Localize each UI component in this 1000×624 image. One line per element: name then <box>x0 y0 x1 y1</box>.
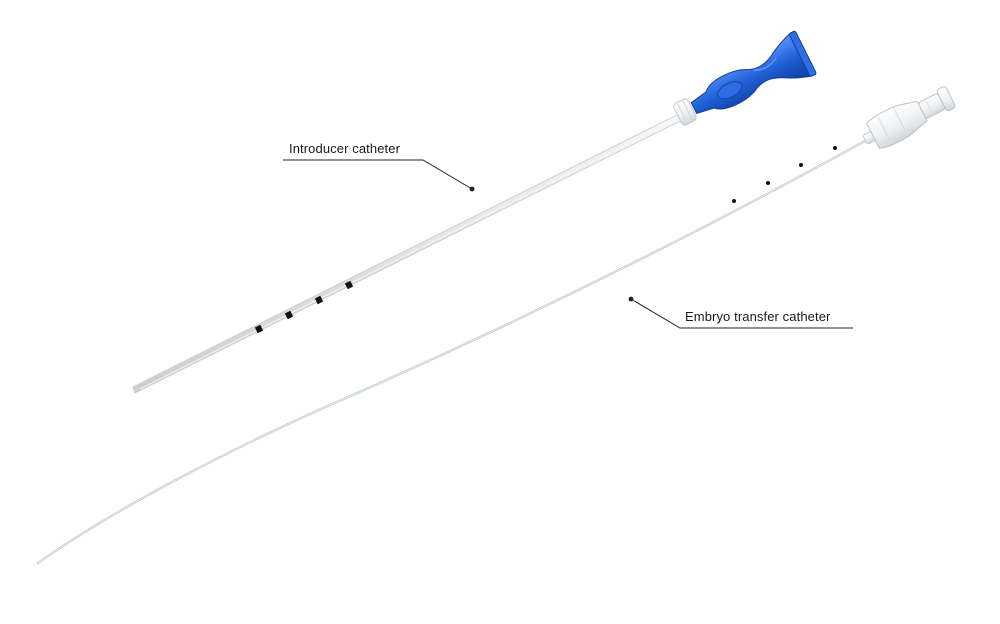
embryo-depth-markers <box>732 146 837 203</box>
embryo-catheter-tube <box>36 139 867 565</box>
depth-marker <box>344 280 354 290</box>
introducer-leader <box>283 159 475 192</box>
introducer-collar <box>673 98 697 126</box>
depth-marker <box>766 181 770 185</box>
introducer-depth-markers <box>254 280 354 334</box>
depth-marker <box>732 199 736 203</box>
depth-marker <box>799 163 803 167</box>
embryo-transfer-catheter <box>36 86 956 565</box>
depth-marker <box>284 310 294 320</box>
introducer-catheter <box>132 30 817 394</box>
white-luer-hub-icon <box>862 86 956 149</box>
leader-dot <box>628 296 634 302</box>
introducer-catheter-label: Introducer catheter <box>289 141 401 156</box>
blue-handle-icon <box>690 30 817 114</box>
depth-marker <box>833 146 837 150</box>
embryo-leader <box>628 296 853 329</box>
depth-marker <box>254 324 264 334</box>
leader-dot <box>469 186 475 192</box>
embryo-transfer-catheter-label: Embryo transfer catheter <box>685 309 831 324</box>
depth-marker <box>314 295 324 305</box>
